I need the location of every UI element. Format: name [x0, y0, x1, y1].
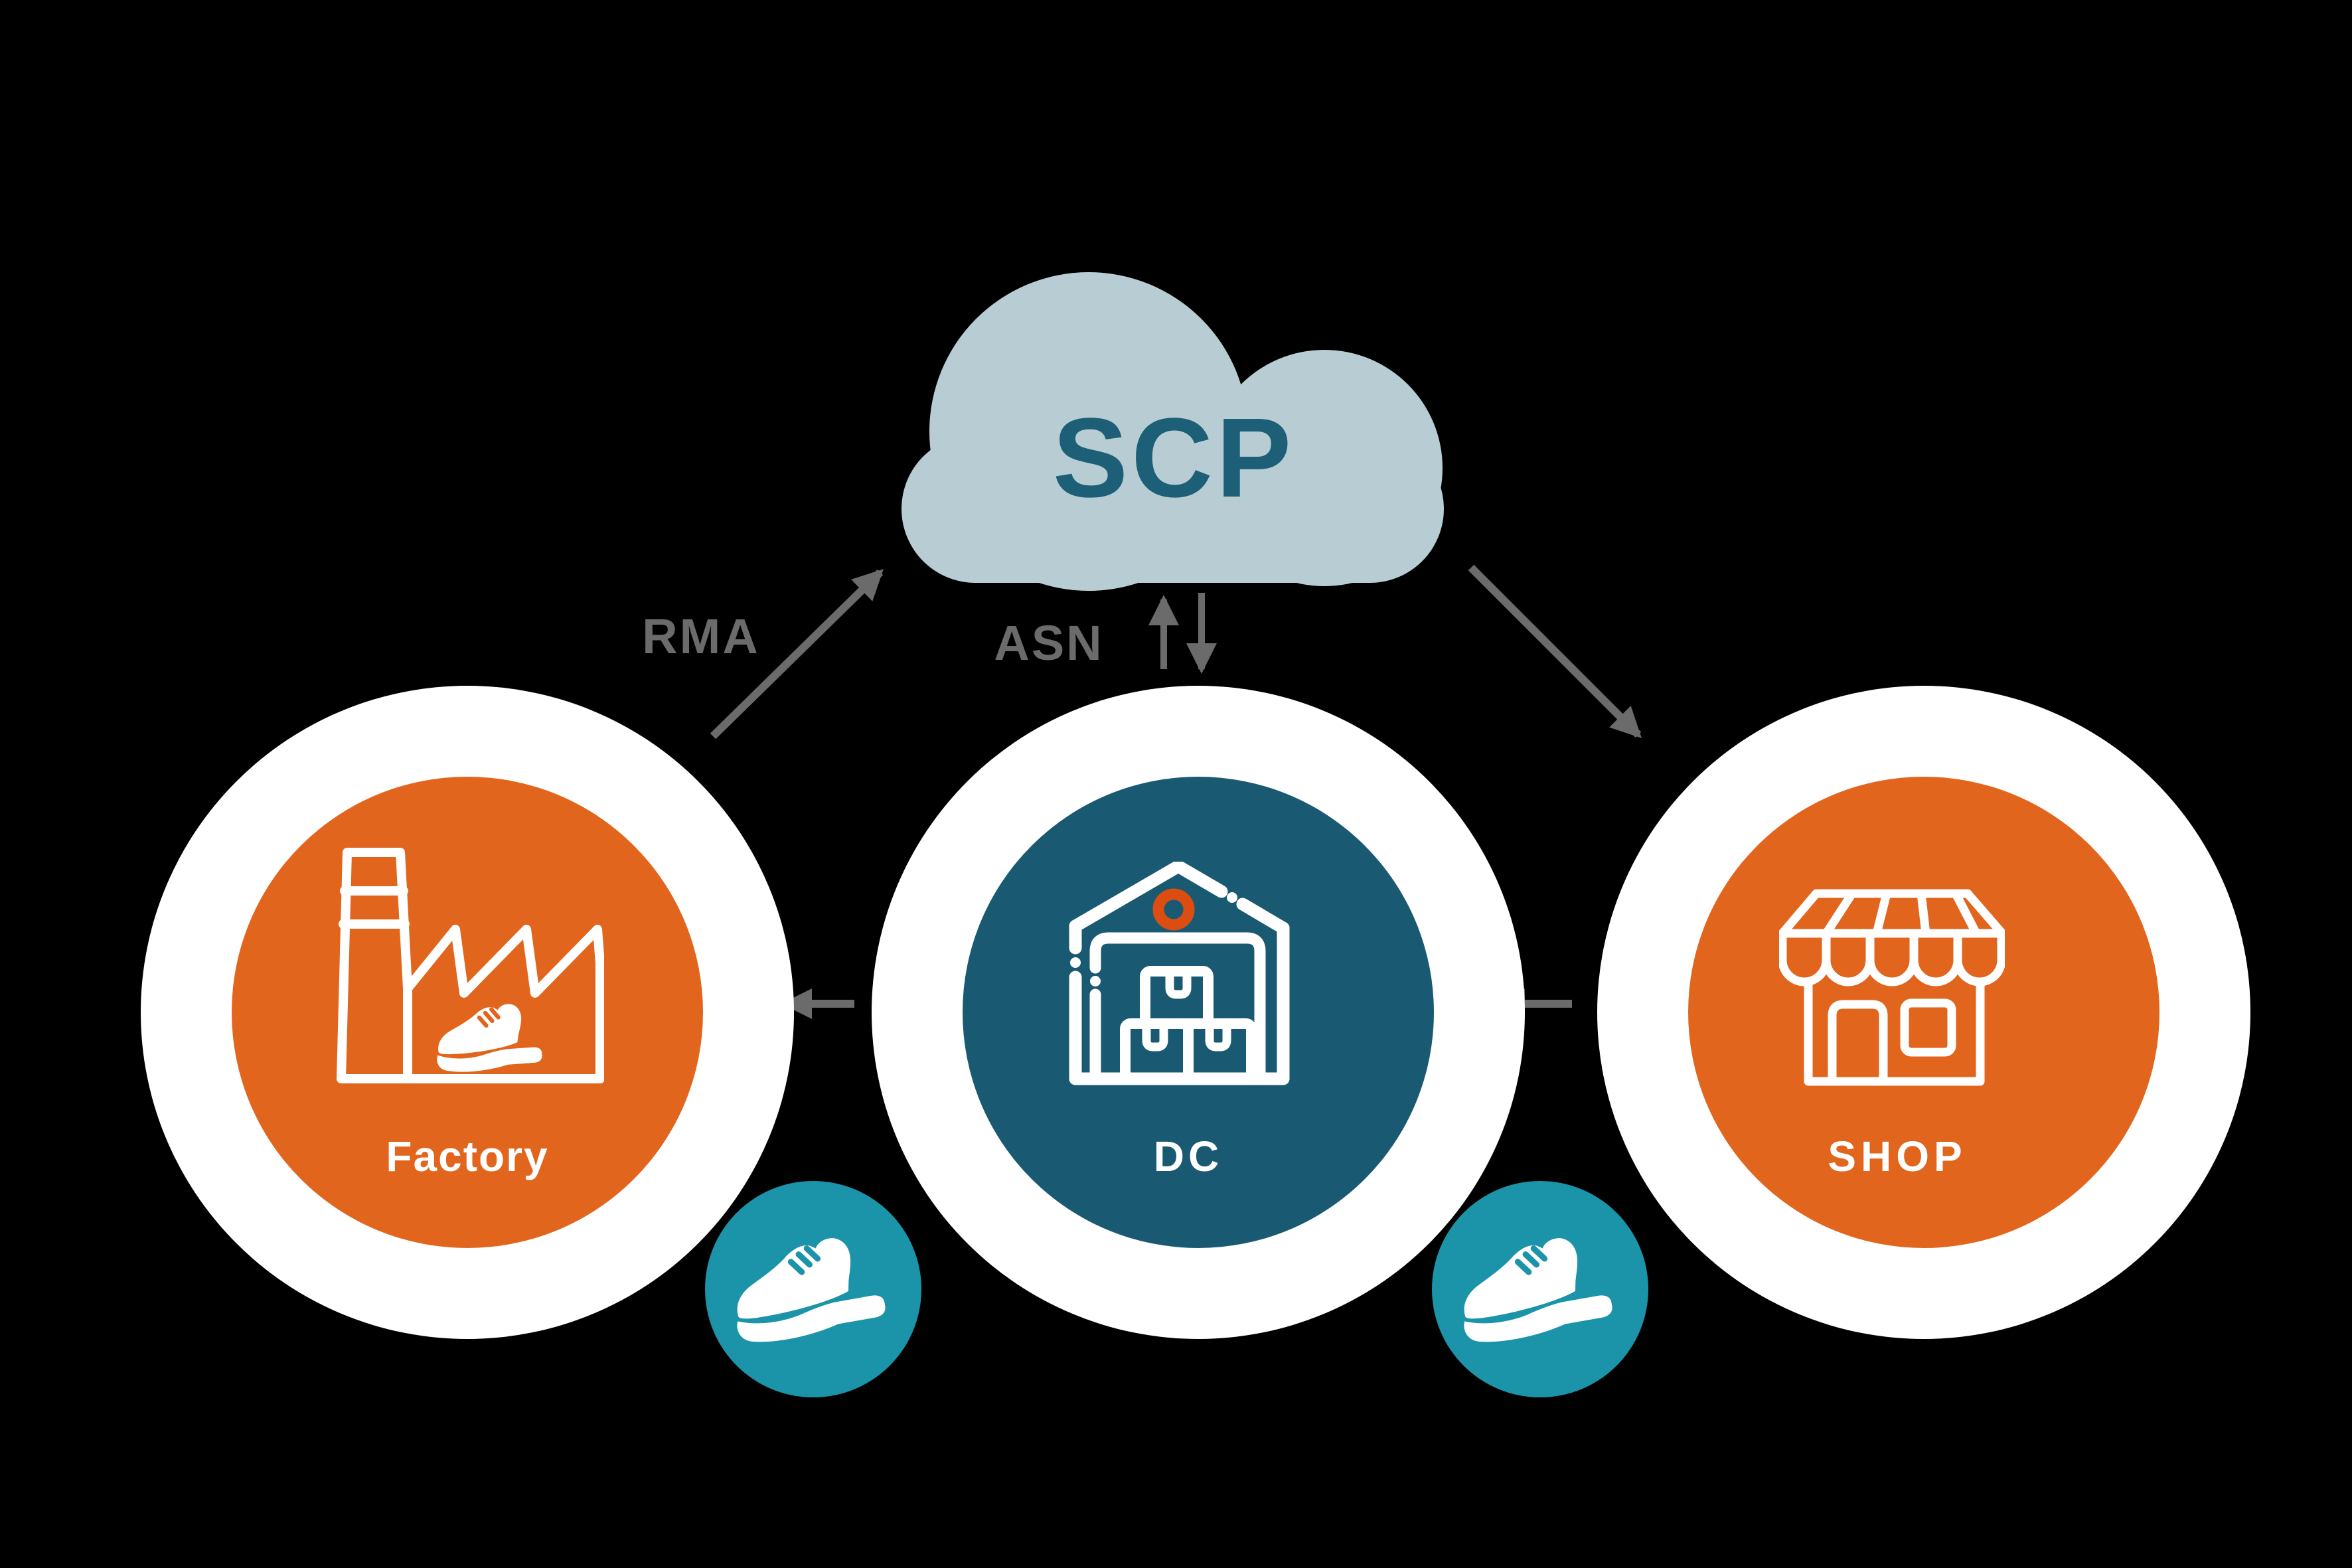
dc-node: DC	[872, 686, 1525, 1339]
cloud-to-shop-arrow	[1468, 564, 1642, 738]
shoe-icon	[1443, 1217, 1638, 1354]
shoe-icon	[716, 1217, 911, 1354]
storefront-icon	[1779, 889, 2005, 1086]
factory-disc	[232, 777, 703, 1248]
warehouse-icon	[1069, 862, 1290, 1085]
asn-label: ASN	[994, 615, 1104, 670]
shoe-badge-left	[705, 1181, 921, 1397]
rma-label: RMA	[642, 609, 760, 664]
warehouse-donut-mark	[1152, 888, 1195, 931]
dc-label: DC	[1153, 1133, 1223, 1180]
factory-label: Factory	[386, 1133, 549, 1180]
rma-arrow	[710, 569, 884, 740]
shop-disc	[1688, 777, 2159, 1248]
shop-node: SHOP	[1597, 686, 2250, 1339]
dc-disc	[963, 777, 1434, 1248]
factory-icon	[337, 848, 604, 1083]
factory-node: Factory	[141, 686, 794, 1339]
cloud-shape-base	[902, 435, 1444, 583]
shop-label: SHOP	[1828, 1133, 1967, 1180]
scp-title: SCP	[1052, 395, 1295, 521]
shoe-badge-right	[1432, 1181, 1648, 1397]
